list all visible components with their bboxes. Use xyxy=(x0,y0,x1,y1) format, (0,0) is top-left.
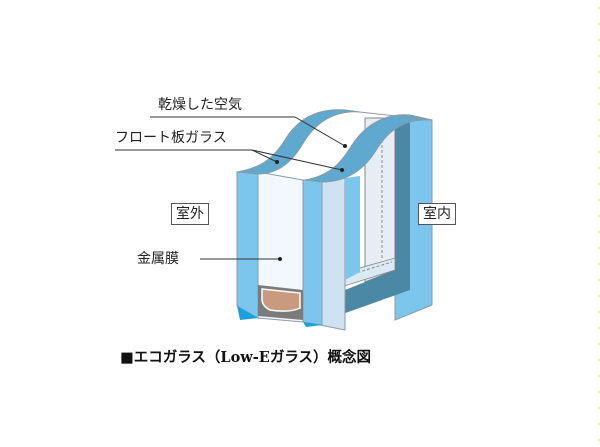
desiccant xyxy=(261,288,301,312)
label-metal-film: 金属膜 xyxy=(137,251,179,267)
outdoor-pane-edge xyxy=(236,171,259,319)
label-indoor: 室内 xyxy=(418,203,456,225)
label-float-glass: フロート板ガラス xyxy=(115,130,227,146)
label-dry-air: 乾燥した空気 xyxy=(158,97,242,113)
label-outdoor: 室外 xyxy=(171,203,209,225)
diagram-caption: ■エコガラス（Low-Eガラス）概念図 xyxy=(120,349,372,366)
page-edge-dotted-border xyxy=(598,0,600,447)
